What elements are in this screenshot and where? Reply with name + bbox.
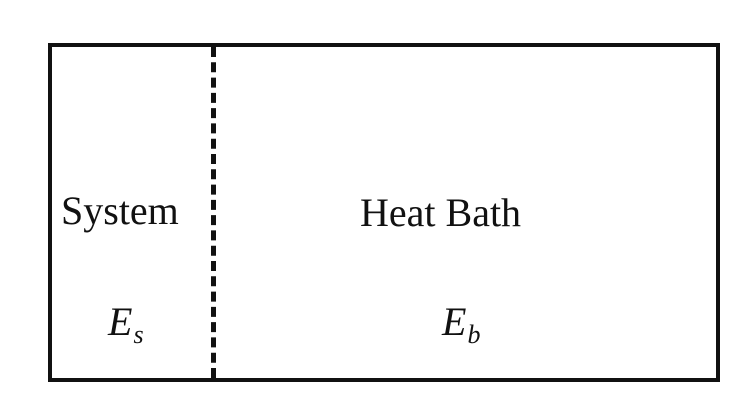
bath-energy-label: Eb bbox=[442, 302, 480, 348]
system-bath-dashed-boundary bbox=[211, 47, 216, 378]
system-label: System bbox=[61, 188, 179, 233]
heat-bath-label: Heat Bath bbox=[360, 190, 522, 235]
system-energy-symbol: E bbox=[108, 299, 133, 344]
bath-energy-symbol: E bbox=[442, 299, 467, 344]
outer-boundary-box bbox=[48, 43, 720, 382]
bath-energy-subscript: b bbox=[467, 320, 481, 349]
system-energy-label: Es bbox=[108, 302, 144, 348]
system-energy-subscript: s bbox=[133, 320, 144, 349]
